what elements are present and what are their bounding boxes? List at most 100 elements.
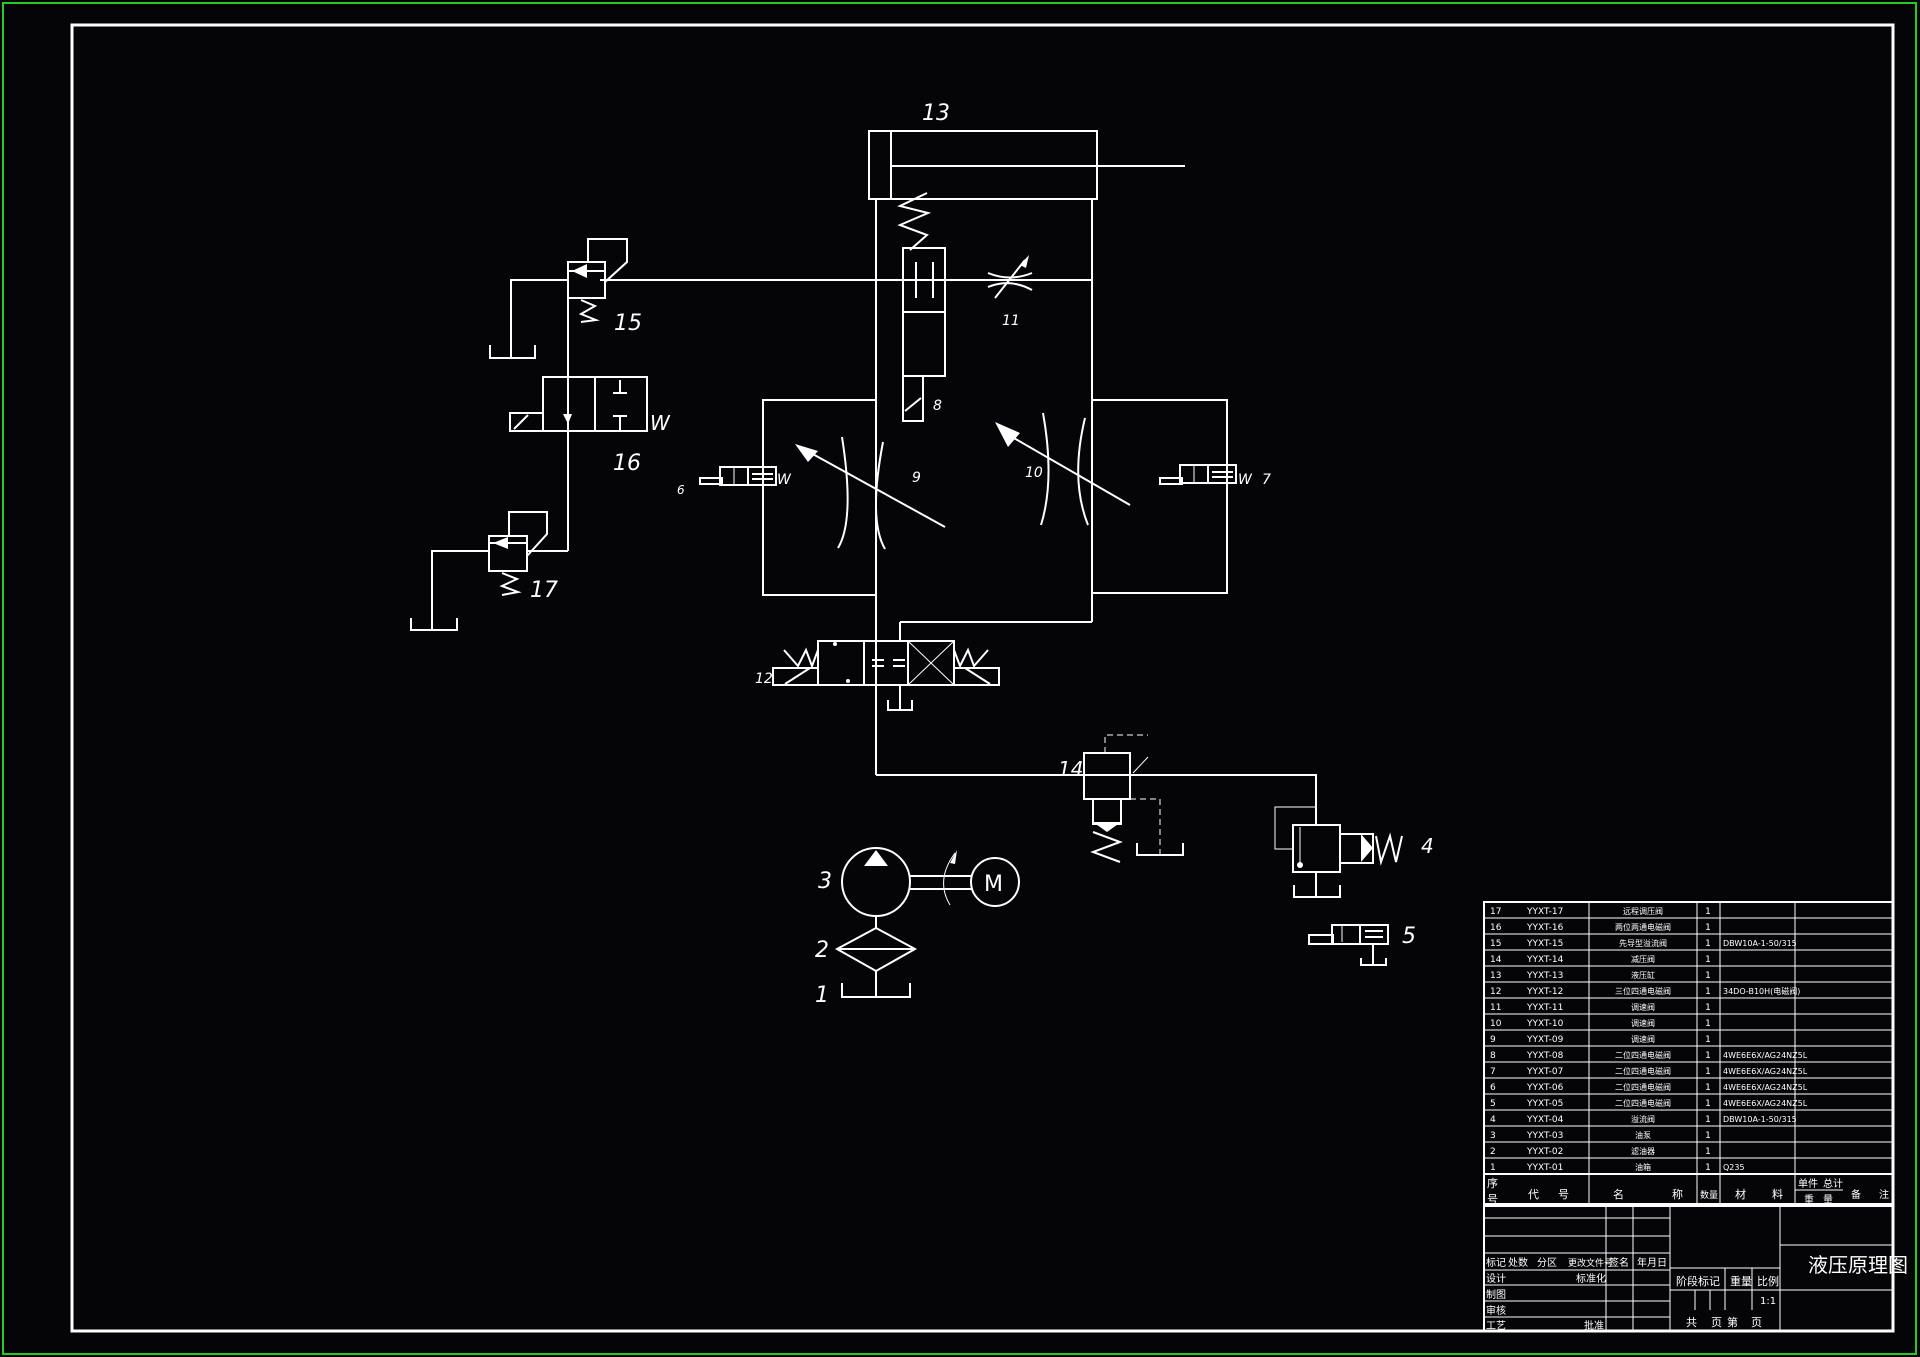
bom-qty: 1 — [1705, 1067, 1711, 1077]
bom-code: YYXT-03 — [1526, 1131, 1563, 1141]
bom-h-mat2: 料 — [1772, 1187, 1783, 1201]
bom-code: YYXT-12 — [1526, 987, 1563, 997]
label-8: 8 — [933, 398, 942, 414]
bom-h-note: 备 — [1851, 1188, 1861, 1201]
bom-no: 15 — [1490, 939, 1501, 949]
bom-material: Q235 — [1723, 1163, 1745, 1172]
bom-no: 3 — [1490, 1131, 1496, 1141]
bom-no: 1 — [1490, 1163, 1496, 1173]
label-14: 14 — [1058, 757, 1083, 781]
tb-check: 审核 — [1486, 1304, 1506, 1317]
bom-h-name: 名 — [1613, 1187, 1624, 1201]
tb-total: 共 — [1686, 1316, 1697, 1329]
bom-no: 14 — [1490, 955, 1502, 965]
tb-scale-value: 1:1 — [1760, 1296, 1776, 1307]
label-3: 3 — [818, 869, 832, 894]
bom-qty: 1 — [1705, 1147, 1711, 1157]
label-12: 12 — [755, 671, 773, 687]
tb-date: 年月日 — [1637, 1256, 1667, 1269]
tank-1: 1 — [815, 983, 911, 1008]
valve-16: W 16 — [509, 376, 671, 476]
tb-stage-mark: 阶段标记 — [1676, 1274, 1720, 1288]
label-6: 6 — [677, 483, 685, 497]
throttle-10: 10 — [995, 412, 1131, 526]
bom-h-qty: 数量 — [1700, 1189, 1718, 1201]
bom-material: DBW10A-1-50/315 — [1723, 939, 1797, 948]
valve-7: W 7 — [1159, 464, 1271, 488]
label-7: 7 — [1262, 472, 1271, 488]
pump-3: 3 — [818, 847, 972, 917]
bom-h-w1: 单件 — [1798, 1178, 1818, 1190]
bom-name: 调速阀 — [1631, 1019, 1655, 1028]
bom-material: 34DO-B10H(电磁阀) — [1723, 986, 1800, 996]
bom-name: 二位四通电磁阀 — [1615, 1050, 1671, 1060]
bom-no: 12 — [1490, 987, 1501, 997]
circuit: 13 8 11 — [410, 101, 1434, 1008]
bom-name: 二位四通电磁阀 — [1615, 1098, 1671, 1108]
bom-qty: 1 — [1705, 1115, 1711, 1125]
tb-design: 设计 — [1486, 1272, 1506, 1285]
label-16: 16 — [613, 451, 641, 476]
throttle-11: 11 — [987, 255, 1033, 329]
valve-5: 5 — [1308, 924, 1416, 966]
title-block: 标记 处数 分区 更改文件号 签名 年月日 设计 标准化 制图 审核 工艺 批准… — [1483, 1203, 1908, 1332]
tb-weight: 重量 — [1730, 1274, 1752, 1288]
bom-name: 远程调压阀 — [1623, 907, 1663, 916]
throttle-9: 9 — [795, 436, 946, 550]
spring-7: W — [1238, 472, 1253, 488]
bom-qty: 1 — [1705, 923, 1711, 933]
bom-code: YYXT-06 — [1526, 1083, 1564, 1093]
bom-h-code: 代 — [1528, 1188, 1539, 1201]
tb-mark: 标记 — [1486, 1257, 1506, 1269]
label-1: 1 — [815, 983, 829, 1008]
bom-h-w2: 总计 — [1823, 1177, 1843, 1190]
tb-no: 第 — [1727, 1315, 1738, 1329]
bom-name: 调速阀 — [1631, 1035, 1655, 1044]
filter-2: 2 — [815, 916, 918, 997]
valve-8: 8 — [897, 192, 946, 422]
bom-qty: 1 — [1705, 1083, 1711, 1093]
bom-qty: 1 — [1705, 1019, 1711, 1029]
bom-code: YYXT-01 — [1526, 1163, 1563, 1173]
bom-code: YYXT-04 — [1526, 1115, 1564, 1125]
bom-code: YYXT-05 — [1526, 1099, 1563, 1109]
bom-qty: 1 — [1705, 1035, 1711, 1045]
bom-h-note2: 注 — [1879, 1188, 1889, 1201]
bom-code: YYXT-15 — [1526, 939, 1563, 949]
bom-no: 16 — [1490, 923, 1502, 933]
label-17: 17 — [530, 578, 558, 603]
bom-no: 8 — [1490, 1051, 1496, 1061]
bom-qty: 1 — [1705, 1099, 1711, 1109]
bom-qty: 1 — [1705, 1003, 1711, 1013]
bom-code: YYXT-08 — [1526, 1051, 1564, 1061]
bom-code: YYXT-02 — [1526, 1147, 1563, 1157]
relief-valve-4: 4 — [1274, 806, 1434, 898]
bom-h-w3: 重 — [1804, 1193, 1814, 1206]
bom-h-mat: 材 — [1735, 1187, 1746, 1201]
bom-code: YYXT-09 — [1526, 1035, 1564, 1045]
bom-name: 溢流阀 — [1631, 1114, 1655, 1124]
cylinder-13: 13 — [868, 101, 1185, 200]
bom-no: 7 — [1490, 1067, 1496, 1077]
bom-code: YYXT-11 — [1526, 1003, 1563, 1013]
label-4: 4 — [1421, 834, 1434, 858]
bom-code: YYXT-14 — [1526, 955, 1564, 965]
bom-qty: 1 — [1705, 907, 1711, 917]
bom-no: 2 — [1490, 1147, 1496, 1157]
tb-count: 处数 — [1508, 1256, 1528, 1269]
bom-material: 4WE6E6X/AG24NZ5L — [1723, 1067, 1808, 1076]
bom-material: DBW10A-1-50/315 — [1723, 1115, 1797, 1124]
label-2: 2 — [815, 938, 829, 963]
bom-no: 6 — [1490, 1083, 1496, 1093]
bom-h-name2: 称 — [1672, 1187, 1683, 1201]
bom-no: 17 — [1490, 907, 1501, 917]
label-5: 5 — [1402, 924, 1416, 949]
bom-name: 油箱 — [1635, 1162, 1651, 1172]
bom-name: 油泵 — [1635, 1130, 1651, 1140]
spring-16: W — [650, 411, 671, 435]
label-9: 9 — [912, 470, 921, 486]
bom-no: 10 — [1490, 1019, 1502, 1029]
